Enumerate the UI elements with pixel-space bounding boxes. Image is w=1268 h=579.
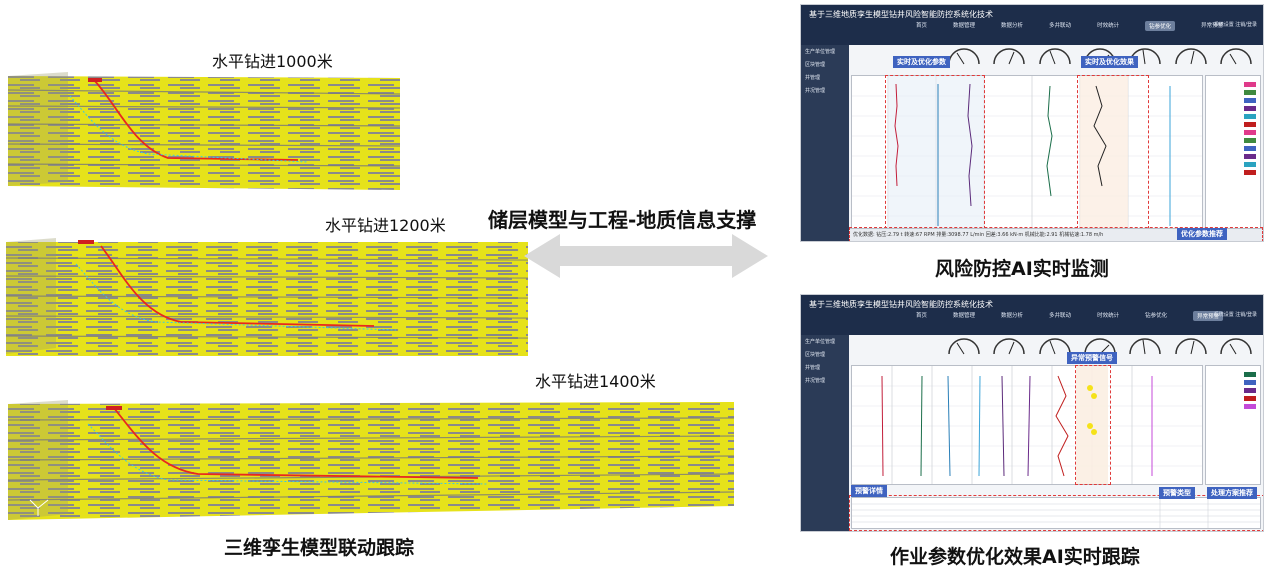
- log-curves-2: [852, 366, 1202, 484]
- strata-model-1400: [8, 400, 734, 520]
- box-alarm-signal: [1075, 365, 1111, 485]
- dashboard-1-legend-panel: [1205, 75, 1261, 229]
- dashboard-2-topbar: 基于三维地质孪生模型钻井风险智能防控系统化技术 首页 数据管理 数据分析 多井联…: [801, 295, 1263, 335]
- nav-multi-well[interactable]: 多井联动: [1049, 23, 1072, 29]
- nav-home[interactable]: 首页: [916, 23, 928, 29]
- double-arrow-icon: [524, 234, 768, 278]
- dashboard-2-gauges: [941, 335, 1259, 365]
- alarm-details-table: [851, 497, 1261, 529]
- nav-home[interactable]: 首页: [916, 313, 928, 319]
- model-3-label: 水平钻进1400米: [535, 372, 656, 391]
- dashboard-2-legend-panel: [1205, 365, 1261, 485]
- dashboard-2-right-links[interactable]: 系统设置 注销/登录: [1213, 312, 1257, 318]
- nav-alarm[interactable]: 异常预警: [1193, 311, 1224, 321]
- well-path-2: [100, 245, 375, 327]
- center-arrow-label: 储层模型与工程-地质信息支撑: [488, 208, 757, 232]
- strata-model-1200: [6, 238, 528, 356]
- dashboard-1-topbar: 基于三维地质孪生模型钻井风险智能防控系统化技术 首页 数据管理 数据分析 多井联…: [801, 5, 1263, 45]
- sidebar-item-condition[interactable]: 井况管理: [805, 88, 826, 94]
- sidebar-item-unit[interactable]: 生产单位管理: [805, 49, 836, 55]
- tag-alarm-signal: 异常预警信号: [1067, 352, 1117, 364]
- dashboard-2-title: 基于三维地质孪生模型钻井风险智能防控系统化技术: [809, 300, 993, 309]
- sidebar-item-unit[interactable]: 生产单位管理: [805, 339, 836, 345]
- left-caption: 三维孪生模型联动跟踪: [224, 537, 415, 559]
- sidebar-item-well[interactable]: 井管理: [805, 365, 821, 371]
- dashboard-tracking: 基于三维地质孪生模型钻井风险智能防控系统化技术 首页 数据管理 数据分析 多井联…: [800, 294, 1264, 532]
- nav-efficiency[interactable]: 时效统计: [1097, 23, 1120, 29]
- dashboard-1-title: 基于三维地质孪生模型钻井风险智能防控系统化技术: [809, 10, 993, 19]
- dashboard-2-nav: 首页 数据管理 数据分析 多井联动 时效统计 钻参优化 异常预警: [916, 311, 1224, 321]
- model-1-label: 水平钻进1000米: [212, 52, 333, 71]
- box-alarm-details: [849, 495, 1263, 531]
- dashboard-1-log-tracks: [851, 75, 1203, 229]
- box-realtime-effect: [1077, 75, 1149, 229]
- strata-model-1000: [8, 72, 400, 190]
- strata-lines-1: [8, 89, 400, 167]
- dashboard-2-log-tracks: [851, 365, 1203, 485]
- gauge-icon: [1219, 45, 1253, 73]
- logging-trace-2: [75, 263, 397, 331]
- nav-data-analysis[interactable]: 数据分析: [1001, 23, 1024, 29]
- dashboard-monitoring: 基于三维地质孪生模型钻井风险智能防控系统化技术 首页 数据管理 数据分析 多井联…: [800, 4, 1264, 242]
- sidebar-item-well[interactable]: 井管理: [805, 75, 821, 81]
- log-curves-1: [852, 76, 1202, 228]
- dashboard-2-sidebar: 生产单位管理 区块管理 井管理 井况管理: [801, 335, 849, 531]
- dashboard-1-right-links[interactable]: 系统设置 注销/登录: [1213, 22, 1257, 28]
- sidebar-item-block[interactable]: 区块管理: [805, 352, 826, 358]
- gauge-icon: [992, 335, 1026, 363]
- model-2-label: 水平钻进1200米: [325, 216, 446, 235]
- gauge-icon: [992, 45, 1026, 73]
- dashboard-1-nav: 首页 数据管理 数据分析 多井联动 时效统计 钻参优化 异常预警: [916, 21, 1223, 31]
- dashboard-1-caption: 风险防控AI实时监测: [935, 258, 1109, 280]
- gauge-icon: [1128, 335, 1162, 363]
- nav-efficiency[interactable]: 时效统计: [1097, 313, 1120, 319]
- tag-alarm-type: 预警类型: [1159, 487, 1195, 499]
- gauge-icon: [1038, 45, 1072, 73]
- gauge-icon: [1219, 335, 1253, 363]
- axis-gizmo-icon: [29, 499, 49, 516]
- dashboard-1-bottom-bar: 优化数据: 钻压:2.79 t 转速:67 RPM 排量:3098.77 L/m…: [849, 228, 1263, 241]
- nav-alarm[interactable]: 异常预警: [1201, 23, 1224, 29]
- gauge-icon: [1038, 335, 1072, 363]
- sidebar-item-block[interactable]: 区块管理: [805, 62, 826, 68]
- box-realtime-params: [885, 75, 985, 229]
- tag-realtime-params: 实时及优化参数: [893, 56, 950, 68]
- well-path-1: [93, 79, 299, 161]
- dashboard-1-sidebar: 生产单位管理 区块管理 井管理 井况管理: [801, 45, 849, 241]
- nav-data-management[interactable]: 数据管理: [953, 313, 976, 319]
- nav-param-optimize[interactable]: 钻参优化: [1145, 313, 1168, 319]
- sidebar-item-condition[interactable]: 井况管理: [805, 378, 826, 384]
- well-path-3: [113, 407, 479, 479]
- gauge-icon: [1174, 45, 1208, 73]
- box-optimize-bar: [849, 227, 1263, 241]
- gauge-icon: [1174, 335, 1208, 363]
- nav-data-analysis[interactable]: 数据分析: [1001, 313, 1024, 319]
- gauge-icon: [947, 335, 981, 363]
- tag-realtime-effect: 实时及优化效果: [1081, 56, 1138, 68]
- nav-multi-well[interactable]: 多井联动: [1049, 313, 1072, 319]
- nav-data-management[interactable]: 数据管理: [953, 23, 976, 29]
- tag-alarm-details: 预警详情: [851, 485, 887, 497]
- tag-optimize-recommend: 优化参数推荐: [1177, 228, 1227, 240]
- nav-param-optimize[interactable]: 钻参优化: [1145, 21, 1176, 31]
- gauge-icon: [947, 45, 981, 73]
- dashboard-2-caption: 作业参数优化效果AI实时跟踪: [890, 546, 1140, 568]
- tag-solution-recommend: 处理方案推荐: [1207, 487, 1257, 499]
